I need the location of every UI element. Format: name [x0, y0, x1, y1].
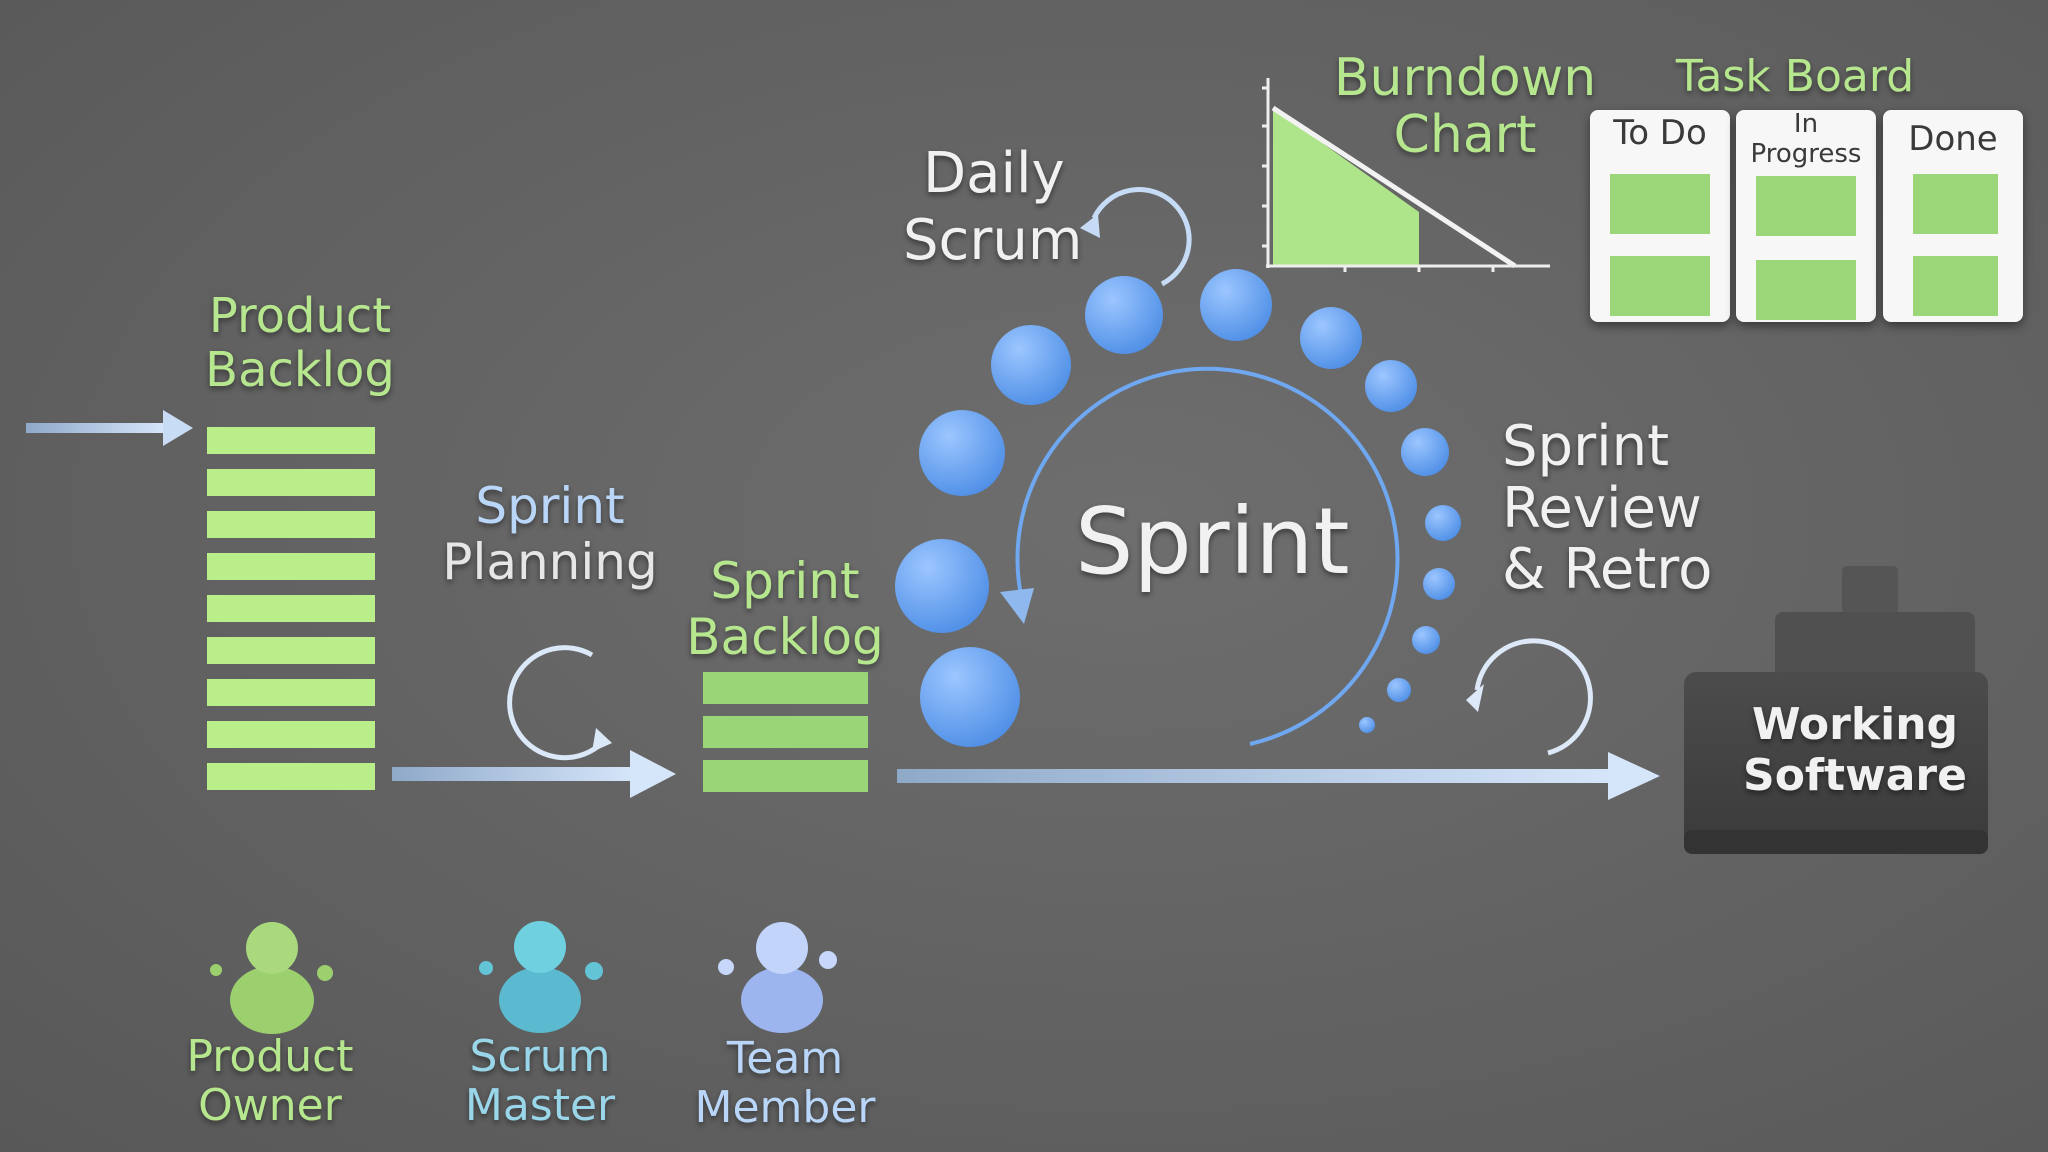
sprint-planning-label: Sprint Planning: [430, 478, 670, 590]
task-card: [1913, 174, 1998, 234]
scrum-master-label: Scrum Master: [440, 1032, 640, 1131]
team-member-figure: [718, 922, 837, 1033]
sprint-backlog-stack: [703, 672, 868, 792]
sprint-center-label: Sprint: [1075, 488, 1350, 595]
task-card: [1610, 256, 1710, 316]
burndown-chart-graphic: [1262, 78, 1550, 272]
product-backlog-label: Product Backlog: [200, 288, 400, 398]
scrum-master-label-line2: Master: [464, 1080, 616, 1132]
working-software-label-line1: Working: [1751, 699, 1959, 750]
daily-scrum-label: Daily Scrum: [903, 140, 1103, 274]
product-backlog-label-line2: Backlog: [205, 341, 395, 398]
sprint-review-label-line1: Sprint: [1502, 414, 1670, 479]
daily-scrum-label-line2: Scrum: [903, 208, 1083, 274]
team-member-label-line1: Team: [726, 1033, 844, 1084]
task-board-column-header: In Progress: [1750, 109, 1862, 169]
task-card: [1756, 176, 1856, 236]
planning-flow-arrow: [392, 750, 676, 798]
daily-scrum-loop-icon: [1080, 187, 1192, 287]
working-software-box: [1684, 566, 1988, 854]
team-member-label: Team Member: [685, 1034, 885, 1133]
task-card: [1610, 174, 1710, 234]
sprint-planning-label-line2: Planning: [442, 533, 658, 591]
input-arrow: [26, 410, 193, 446]
task-board-column-header: Done: [1908, 119, 1998, 159]
product-backlog-label-line1: Product: [208, 288, 392, 344]
team-member-label-line2: Member: [694, 1082, 876, 1134]
sprint-iteration-dots: [895, 269, 1461, 747]
working-software-label: Working Software: [1720, 699, 1990, 801]
product-owner-label-line1: Product: [186, 1031, 354, 1082]
sprint-planning-label-line1: Sprint: [475, 477, 625, 535]
sprint-backlog-label: Sprint Backlog: [680, 553, 890, 665]
product-owner-figure: [210, 922, 333, 1034]
sprint-review-label: Sprint Review & Retro: [1502, 416, 1762, 601]
burndown-chart-label-line2: Chart: [1393, 105, 1537, 166]
task-card: [1756, 260, 1856, 320]
daily-scrum-label-line1: Daily: [923, 141, 1065, 206]
sprint-backlog-label-line1: Sprint: [710, 552, 860, 610]
task-board-column-in-progress: In Progress: [1736, 109, 1876, 322]
product-backlog-stack: [207, 427, 375, 790]
scrum-master-label-line1: Scrum: [469, 1031, 611, 1082]
delivery-flow-arrow: [897, 752, 1660, 800]
sprint-cycle-arrow: [1000, 366, 1400, 746]
task-board-label: Task Board: [1675, 51, 1915, 102]
working-software-label-line2: Software: [1743, 749, 1967, 801]
sprint-review-loop-icon: [1466, 638, 1593, 756]
task-card: [1913, 256, 1998, 316]
product-owner-label: Product Owner: [170, 1032, 370, 1131]
task-board-column-header: To Do: [1613, 113, 1707, 153]
scrum-master-figure: [479, 921, 603, 1033]
sprint-backlog-label-line2: Backlog: [686, 608, 884, 666]
task-board-column-done: Done: [1883, 110, 2023, 322]
sprint-review-label-line3: & Retro: [1502, 537, 1713, 603]
burndown-chart-label-line1: Burndown: [1333, 48, 1597, 108]
burndown-chart-label: Burndown Chart: [1330, 48, 1600, 166]
task-board-column-todo: To Do: [1590, 110, 1730, 322]
sprint-review-label-line2: Review: [1502, 475, 1702, 541]
sprint-planning-loop-icon: [507, 645, 612, 761]
product-owner-label-line2: Owner: [198, 1080, 342, 1132]
